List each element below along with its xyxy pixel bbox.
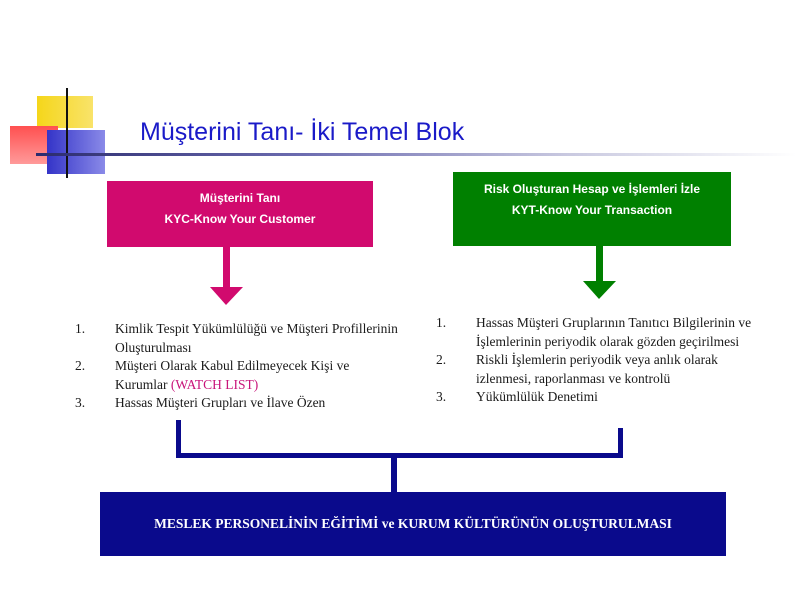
list-number: 1. [75, 321, 86, 336]
kyt-arrow-shaft [596, 246, 603, 282]
title-underline [36, 153, 796, 156]
kyc-box: Müşterini Tanı KYC-Know Your Customer [107, 181, 373, 247]
list-number: 2. [436, 352, 447, 367]
kyt-box-line2: KYT-Know Your Transaction [511, 203, 673, 217]
slide-title: Müşterini Tanı- İki Temel Blok [140, 118, 465, 146]
list-number: 2. [75, 358, 86, 373]
connector-horizontal [176, 453, 623, 458]
kyt-arrow-head [583, 281, 616, 299]
connector-stem [391, 453, 397, 493]
list-number: 1. [436, 315, 447, 330]
logo-square-yellow [37, 96, 93, 128]
connector-right-leg [618, 428, 623, 458]
kyc-list-item: 1. Kimlik Tespit Yükümlülüğü ve Müşteri … [75, 320, 405, 357]
kyc-box-line2: KYC-Know Your Customer [164, 212, 316, 226]
kyc-list-item: 2. Müşteri Olarak Kabul Edilmeyecek Kişi… [75, 357, 405, 394]
kyt-list-item: 1. Hassas Müşteri Gruplarının Tanıtıcı B… [436, 314, 766, 351]
kyc-box-line1: Müşterini Tanı [199, 191, 281, 205]
list-text: Hassas Müşteri Gruplarının Tanıtıcı Bilg… [476, 315, 752, 349]
list-number: 3. [436, 389, 447, 404]
kyt-list: 1. Hassas Müşteri Gruplarının Tanıtıcı B… [436, 314, 766, 407]
list-text: Riskli İşlemlerin periyodik veya anlık o… [476, 352, 718, 386]
kyt-list-item: 2. Riskli İşlemlerin periyodik veya anlı… [436, 351, 766, 388]
list-text: Müşteri Olarak Kabul Edilmeyecek Kişi ve… [115, 358, 350, 392]
kyt-list-item: 3. Yükümlülük Denetimi [436, 388, 766, 407]
kyc-list: 1. Kimlik Tespit Yükümlülüğü ve Müşteri … [75, 320, 405, 413]
list-text: Yükümlülük Denetimi [476, 389, 598, 404]
kyc-list-item: 3. Hassas Müşteri Grupları ve İlave Özen [75, 394, 405, 413]
logo-vertical-line [66, 88, 68, 178]
list-text: Hassas Müşteri Grupları ve İlave Özen [115, 395, 326, 410]
list-number: 3. [75, 395, 86, 410]
logo-square-blue [47, 130, 105, 174]
watch-list-label: (WATCH LIST) [170, 376, 259, 392]
training-culture-box: MESLEK PERSONELİNİN EĞİTİMİ ve KURUM KÜL… [100, 492, 726, 556]
kyt-box-line1: Risk Oluşturan Hesap ve İşlemleri İzle [483, 182, 701, 196]
kyc-arrow-shaft [223, 247, 230, 287]
connector-left-leg [176, 420, 181, 458]
list-text: Kimlik Tespit Yükümlülüğü ve Müşteri Pro… [115, 321, 398, 355]
kyt-box: Risk Oluşturan Hesap ve İşlemleri İzle K… [453, 172, 731, 246]
kyc-arrow-head [210, 287, 243, 305]
